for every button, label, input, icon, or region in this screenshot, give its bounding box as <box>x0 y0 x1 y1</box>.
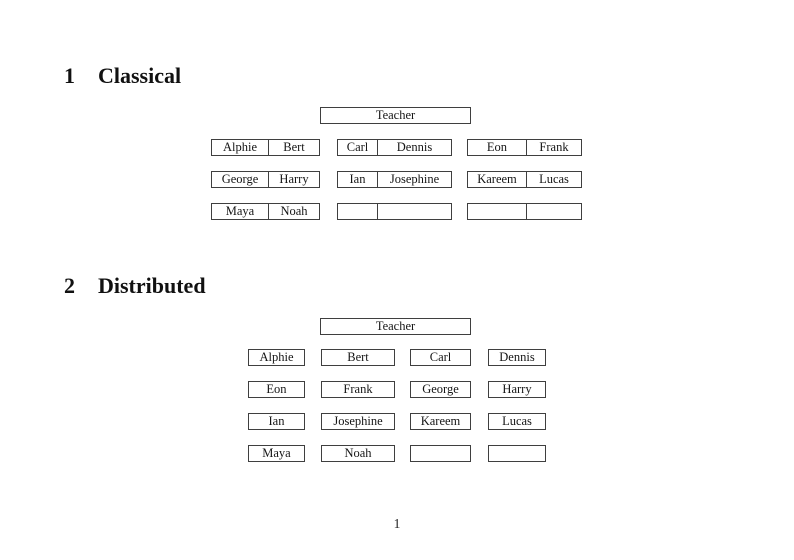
teacher-box: Teacher <box>320 318 471 335</box>
page-number: 1 <box>393 516 401 531</box>
seat-box: Maya <box>248 445 305 462</box>
desk-seat-right: Dennis <box>396 140 433 154</box>
desk-seat-right: Bert <box>283 140 305 154</box>
desk-seat-left: Alphie <box>212 140 269 155</box>
seat-box: Ian <box>248 413 305 430</box>
desk-seat-right: Frank <box>539 140 569 154</box>
desk-seat-left: Carl <box>338 140 378 155</box>
seat-box: Carl <box>410 349 471 366</box>
seat-box: Frank <box>321 381 395 398</box>
desk <box>337 203 452 220</box>
seat-box: Dennis <box>488 349 546 366</box>
desk-seat-right <box>378 204 451 219</box>
desk-seat-right: Noah <box>280 204 308 218</box>
seat-box: Kareem <box>410 413 471 430</box>
desk: Eon Frank <box>467 139 582 156</box>
seat-box <box>488 445 546 462</box>
desk-seat-left: Ian <box>338 172 378 187</box>
teacher-box: Teacher <box>320 107 471 124</box>
desk-seat-left: George <box>212 172 269 187</box>
section-title: Distributed <box>98 273 206 298</box>
section-number: 1 <box>64 63 75 88</box>
seat-box: Bert <box>321 349 395 366</box>
desk: Kareem Lucas <box>467 171 582 188</box>
desk <box>467 203 582 220</box>
seat-box: Alphie <box>248 349 305 366</box>
section-title: Classical <box>98 63 182 88</box>
seat-box: Eon <box>248 381 305 398</box>
section-heading-classical: 1 Classical <box>64 65 181 87</box>
seat-box: Lucas <box>488 413 546 430</box>
seat-box: Noah <box>321 445 395 462</box>
desk: Alphie Bert <box>211 139 320 156</box>
section-number: 2 <box>64 273 75 298</box>
seat-box: Harry <box>488 381 546 398</box>
desk-seat-left: Kareem <box>468 172 527 187</box>
desk: Ian Josephine <box>337 171 452 188</box>
seat-box: George <box>410 381 471 398</box>
desk-seat-left <box>338 204 378 219</box>
seat-box <box>410 445 471 462</box>
section-heading-distributed: 2 Distributed <box>64 275 206 297</box>
desk-seat-right: Lucas <box>539 172 569 186</box>
desk-seat-left <box>468 204 527 219</box>
seat-box: Josephine <box>321 413 395 430</box>
desk-seat-right: Harry <box>279 172 309 186</box>
desk-seat-left: Maya <box>212 204 269 219</box>
desk: Maya Noah <box>211 203 320 220</box>
desk-seat-right: Josephine <box>389 172 440 186</box>
desk: Carl Dennis <box>337 139 452 156</box>
desk-seat-left: Eon <box>468 140 527 155</box>
desk-seat-right <box>527 204 581 219</box>
desk: George Harry <box>211 171 320 188</box>
